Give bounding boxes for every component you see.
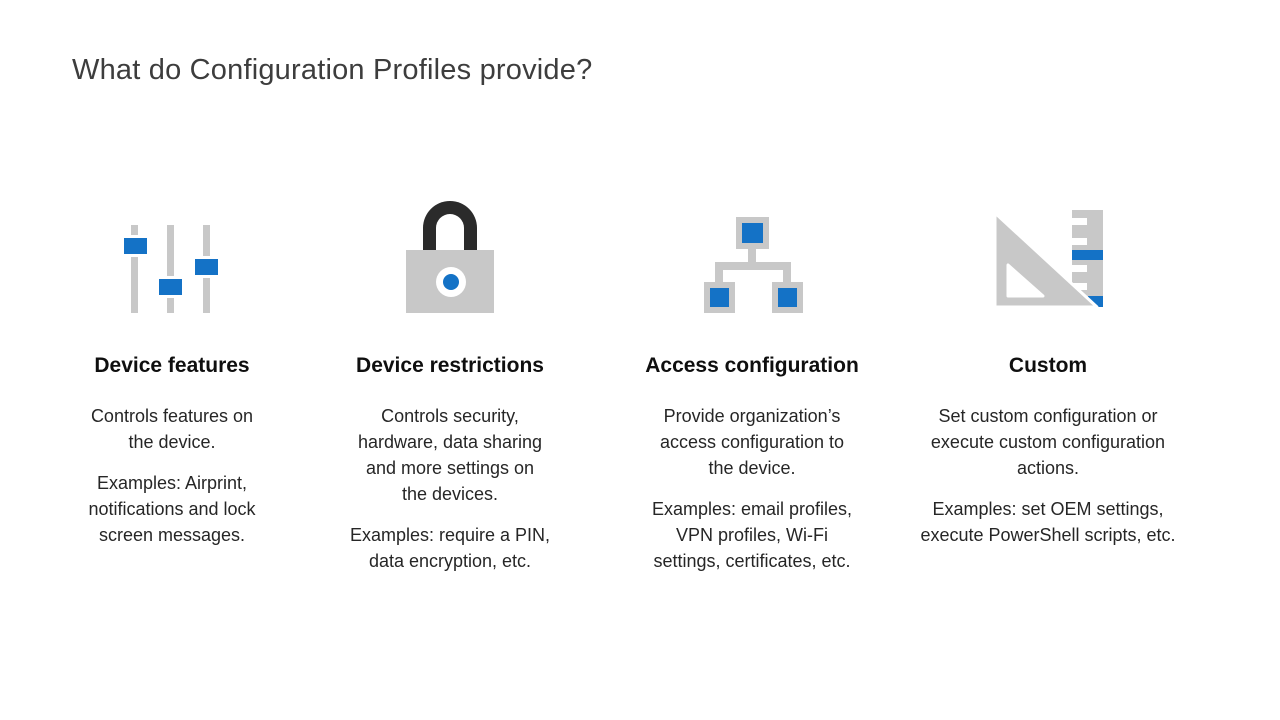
ruler-blue-chip bbox=[1088, 296, 1103, 307]
slider-handle bbox=[124, 238, 147, 254]
column-paragraph: Examples: Airprint, notifications and lo… bbox=[88, 473, 256, 545]
lock-icon bbox=[406, 201, 494, 313]
column-paragraph: Controls features on the device. bbox=[90, 406, 254, 452]
column-paragraph: Examples: require a PIN, data encryption… bbox=[349, 525, 551, 571]
column-paragraph: Provide organization’s access configurat… bbox=[659, 406, 845, 478]
set-square-triangle bbox=[993, 211, 1099, 309]
column-device-features: Device features Controls features on the… bbox=[26, 200, 318, 563]
column-body: Controls security, hardware, data sharin… bbox=[350, 403, 550, 589]
lock-keyhole-dot bbox=[443, 274, 459, 290]
ruler-notch bbox=[1072, 283, 1087, 290]
icon-area bbox=[124, 200, 220, 313]
ruler-notch bbox=[1072, 218, 1087, 225]
slider-handle bbox=[159, 279, 182, 295]
column-body: Controls features on the device. Example… bbox=[88, 403, 255, 563]
network-connector bbox=[715, 262, 791, 270]
page-title: What do Configuration Profiles provide? bbox=[72, 54, 593, 86]
icon-area bbox=[702, 200, 803, 313]
network-connector bbox=[783, 270, 791, 282]
slider-handle bbox=[195, 259, 218, 275]
column-paragraph: Examples: set OEM settings, execute Powe… bbox=[920, 499, 1176, 545]
column-body: Set custom configuration or execute cust… bbox=[920, 403, 1175, 563]
column-heading: Custom bbox=[1008, 354, 1088, 377]
ruler-notch bbox=[1072, 238, 1087, 245]
column-heading: Device features bbox=[94, 354, 250, 377]
sliders-icon bbox=[124, 225, 220, 313]
set-square-icon bbox=[992, 210, 1104, 313]
ruler-notch bbox=[1072, 265, 1087, 272]
icon-area bbox=[406, 200, 494, 313]
column-paragraph: Examples: email profiles, VPN profiles, … bbox=[651, 499, 853, 571]
network-node bbox=[772, 282, 803, 313]
column-body: Provide organization’s access configurat… bbox=[652, 403, 852, 589]
slider-track bbox=[167, 225, 174, 313]
column-device-restrictions: Device restrictions Controls security, h… bbox=[304, 200, 596, 589]
ruler-blue-band bbox=[1072, 250, 1103, 260]
slider-track bbox=[131, 225, 138, 313]
network-node bbox=[704, 282, 735, 313]
column-heading: Access configuration bbox=[645, 354, 859, 377]
network-connector bbox=[715, 270, 723, 282]
column-paragraph: Set custom configuration or execute cust… bbox=[930, 406, 1166, 478]
column-paragraph: Controls security, hardware, data sharin… bbox=[357, 406, 543, 504]
column-heading: Device restrictions bbox=[356, 354, 544, 377]
network-node bbox=[736, 217, 769, 249]
network-connector bbox=[748, 249, 756, 262]
lock-shackle bbox=[423, 201, 477, 261]
icon-area bbox=[992, 200, 1104, 313]
column-custom: Custom Set custom configuration or execu… bbox=[902, 200, 1194, 563]
column-access-configuration: Access configuration Provide organizatio… bbox=[606, 200, 898, 589]
network-icon bbox=[702, 217, 803, 313]
